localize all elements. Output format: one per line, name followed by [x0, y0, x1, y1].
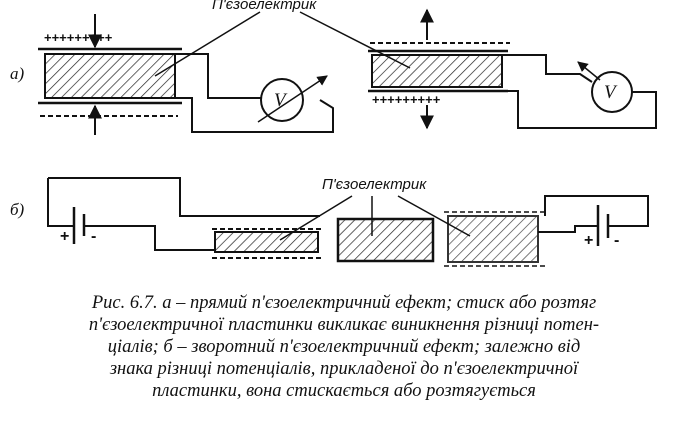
battery-plus-left: + [60, 228, 70, 245]
voltmeter-needle [577, 61, 601, 81]
crystal-stretched [368, 49, 508, 93]
battery-minus-right: - [614, 232, 620, 249]
positive-charges-bottom: +++++++++ [372, 92, 441, 107]
voltmeter-label-right: V [604, 82, 616, 103]
wire [175, 97, 334, 133]
caption-line: п'єзоелектричної пластинки викликає вини… [88, 315, 600, 335]
caption-line: ціалів; б – зворотний п'єзоелектричний е… [107, 337, 581, 357]
crystal-compressed [38, 47, 182, 105]
voltmeter-left [260, 78, 304, 122]
battery-plus-right: + [584, 232, 594, 249]
wire [544, 195, 649, 227]
caption-line: пластинки, вона стискається або розтягує… [152, 381, 536, 401]
figure-caption: Рис. 6.7. а – прямий п'єзоелектричний еф… [8, 292, 680, 402]
caption-line: знака різниці потенціалів, прикладеної д… [109, 359, 579, 379]
caption-line: Рис. 6.7. а – прямий п'єзоелектричний еф… [91, 293, 597, 313]
piezo-label-top: П'єзоелектрик [212, 0, 317, 13]
wire [48, 177, 320, 217]
wire [502, 90, 657, 129]
wire [502, 54, 593, 83]
leader-line [154, 11, 261, 77]
leader-line [397, 195, 471, 237]
crystal-b-neutral [336, 217, 435, 263]
leader-line [279, 195, 353, 241]
piezo-label-bottom: П'єзоелектрик [322, 176, 427, 193]
leader-line [299, 11, 411, 69]
part-a-label: а) [10, 64, 25, 83]
voltmeter-needle [257, 75, 328, 123]
part-b-label: б) [10, 200, 25, 219]
crystal-b-compressed [214, 231, 319, 253]
voltmeter-label-left: V [274, 90, 286, 111]
positive-charges-top: +++++++++ [44, 30, 113, 45]
wire [175, 53, 262, 99]
wire [538, 225, 598, 233]
voltmeter-right [591, 71, 633, 113]
battery-minus-left: - [91, 228, 97, 245]
crystal-b-stretched [447, 215, 539, 263]
wire [84, 225, 215, 251]
